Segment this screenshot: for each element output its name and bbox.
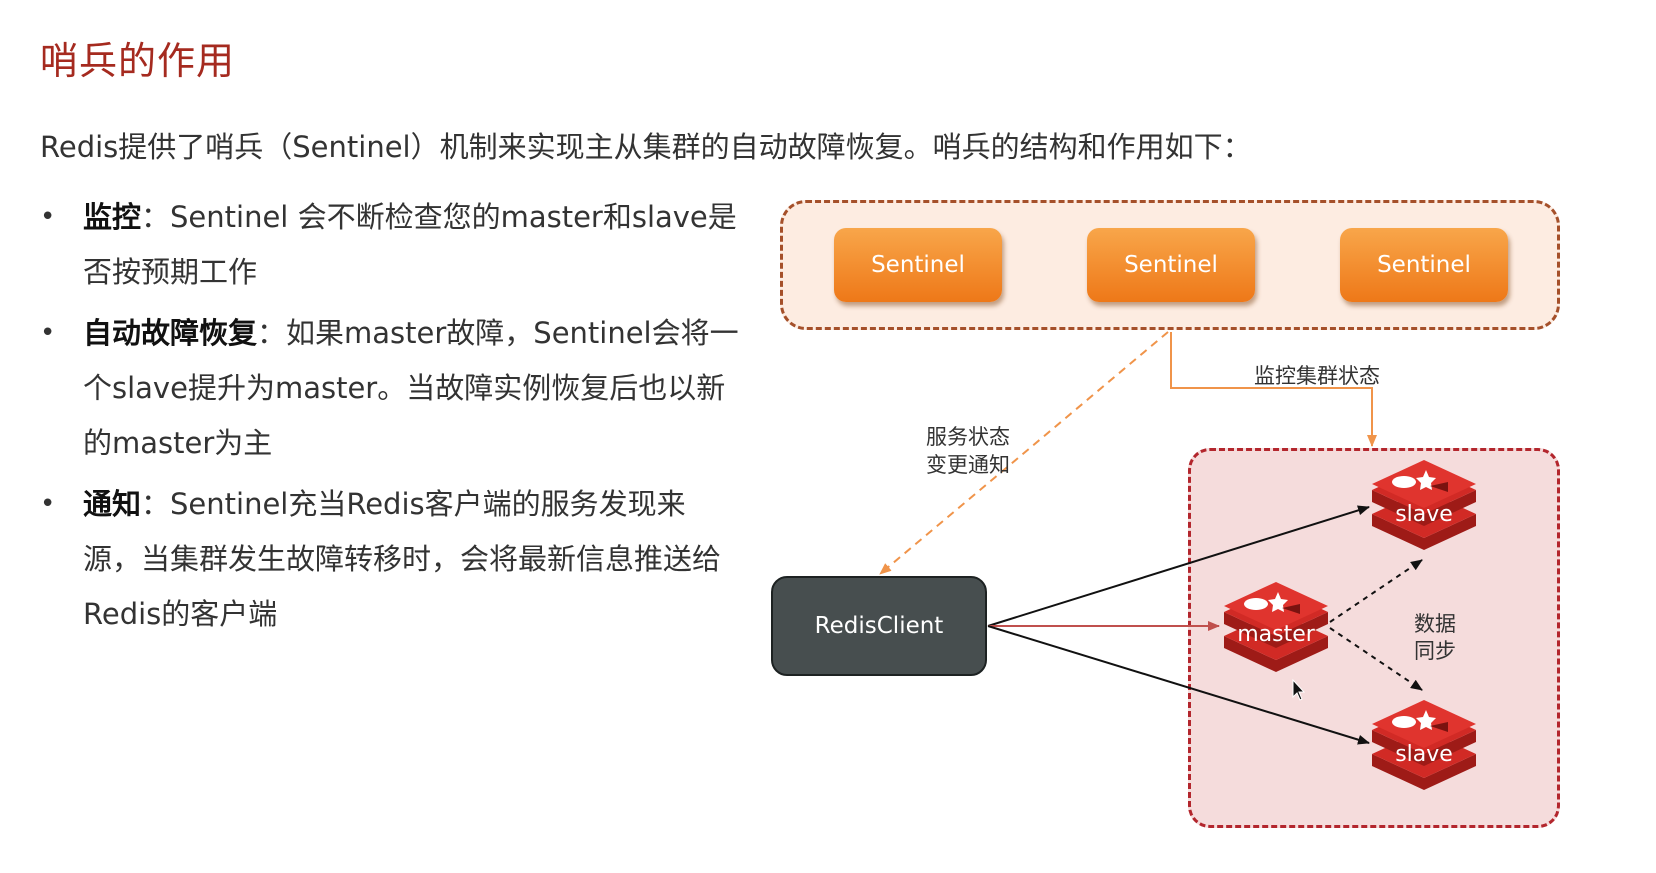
bullet-term: 监控 <box>83 200 142 234</box>
bullet-text: ：Sentinel 会不断检查您的master和slave是否按预期工作 <box>83 200 737 289</box>
mouse-cursor-icon <box>1292 678 1306 701</box>
list-item: • 自动故障恢复：如果master故障，Sentinel会将一个slave提升为… <box>40 306 740 471</box>
notify-label-line2: 变更通知 <box>926 453 1010 477</box>
master-label: master <box>1237 622 1315 647</box>
sync-arrow-bottom <box>1329 627 1423 691</box>
notify-arrow <box>879 331 1169 575</box>
client-to-slave-top-arrow <box>987 505 1370 627</box>
bullet-text: ：如果master故障，Sentinel会将一个slave提升为master。当… <box>83 316 739 460</box>
list-item: • 通知：Sentinel充当Redis客户端的服务发现来源，当集群发生故障转移… <box>40 477 740 642</box>
sentinel-node: Sentinel <box>834 228 1002 302</box>
redis-logo-icon <box>1372 700 1476 790</box>
bullet-icon: • <box>40 318 56 348</box>
redis-logo-icon <box>1224 582 1328 672</box>
monitor-arrow <box>1170 332 1377 447</box>
sync-label-line1: 数据 <box>1414 612 1456 636</box>
feature-list: • 监控：Sentinel 会不断检查您的master和slave是否按预期工作… <box>40 190 740 648</box>
monitor-label: 监控集群状态 <box>1254 364 1380 388</box>
client-to-slave-bottom-arrow <box>987 625 1370 745</box>
list-item: • 监控：Sentinel 会不断检查您的master和slave是否按预期工作 <box>40 190 740 300</box>
redis-logo-icon <box>1372 460 1476 550</box>
slave-label: slave <box>1395 502 1453 527</box>
bullet-icon: • <box>40 202 56 232</box>
notify-label-line1: 服务状态 <box>926 425 1010 449</box>
master-node: master <box>1220 578 1332 678</box>
page-title: 哨兵的作用 <box>40 39 236 83</box>
bullet-term: 通知 <box>83 487 142 521</box>
bullet-term: 自动故障恢复 <box>83 316 258 350</box>
sentinel-node: Sentinel <box>1340 228 1508 302</box>
slave-node-top: slave <box>1368 456 1480 556</box>
redis-client-node: RedisClient <box>771 576 987 676</box>
intro-text: Redis提供了哨兵（Sentinel）机制来实现主从集群的自动故障恢复。哨兵的… <box>40 130 1252 164</box>
slave-node-bottom: slave <box>1368 696 1480 796</box>
bullet-text: ：Sentinel充当Redis客户端的服务发现来源，当集群发生故障转移时，会将… <box>83 487 722 631</box>
sync-label-line2: 同步 <box>1414 639 1456 663</box>
sentinel-node: Sentinel <box>1087 228 1255 302</box>
slave-label: slave <box>1395 742 1453 767</box>
sync-arrow-top <box>1329 559 1423 623</box>
bullet-icon: • <box>40 489 56 519</box>
